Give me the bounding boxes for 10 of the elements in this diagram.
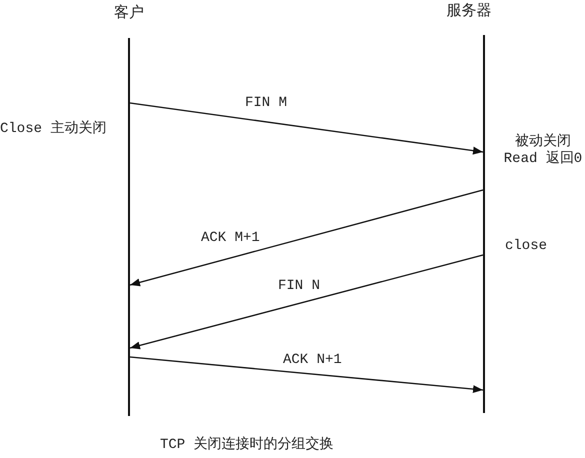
caption: TCP 关闭连接时的分组交换: [160, 436, 334, 454]
lifeline-heading: 客户: [113, 4, 145, 24]
event-note: close: [505, 238, 548, 255]
event-note: Close 主动关闭: [0, 121, 106, 138]
lifeline-heading: 服务器: [446, 2, 492, 22]
arrow: [130, 356, 484, 394]
arrow: [130, 189, 484, 286]
arrow: [130, 254, 484, 350]
arrow: [130, 102, 484, 155]
event-note: 被动关闭 Read 返回0: [502, 134, 584, 168]
